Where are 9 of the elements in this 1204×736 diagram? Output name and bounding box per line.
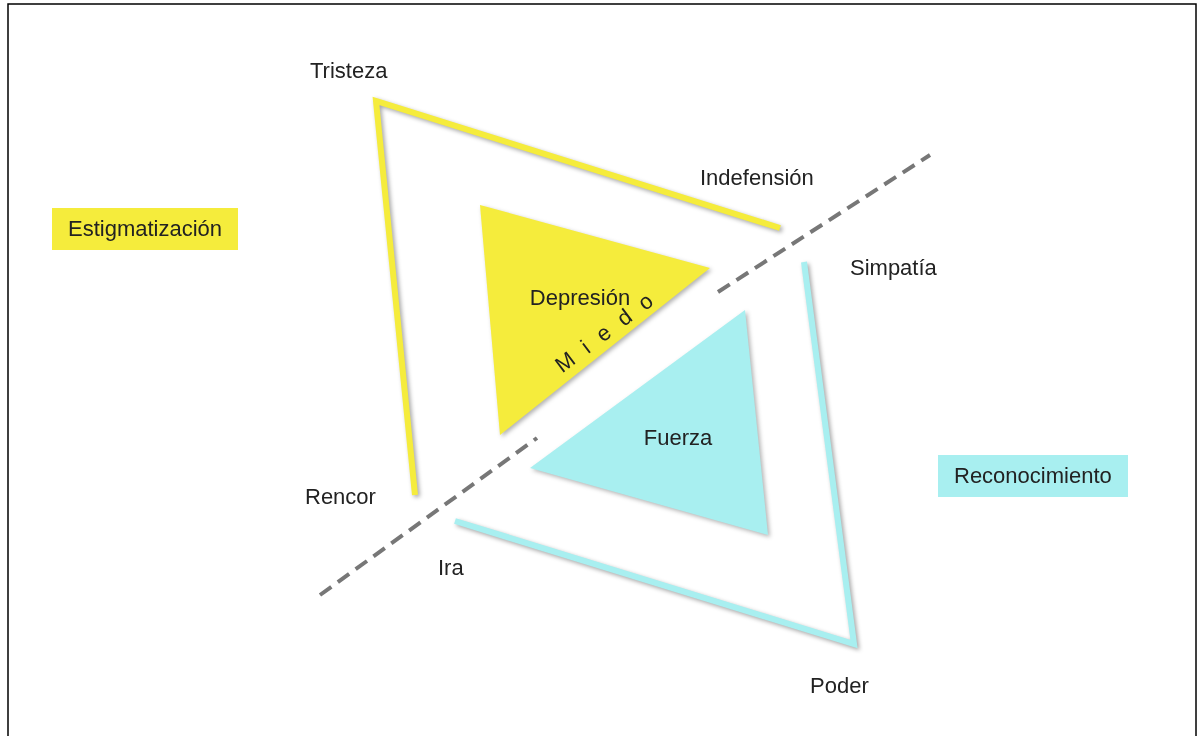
emotion-label: Poder: [810, 673, 869, 699]
category-tag: Reconocimiento: [938, 455, 1128, 497]
emotion-label: Tristeza: [310, 58, 388, 84]
emotion-label: Ira: [438, 555, 464, 581]
triangle-label: Fuerza: [643, 425, 713, 451]
category-tag: Estigmatización: [52, 208, 239, 250]
emotion-label: Rencor: [305, 484, 376, 510]
emotion-label: Indefensión: [700, 165, 814, 191]
emotion-label: Simpatía: [850, 255, 937, 281]
